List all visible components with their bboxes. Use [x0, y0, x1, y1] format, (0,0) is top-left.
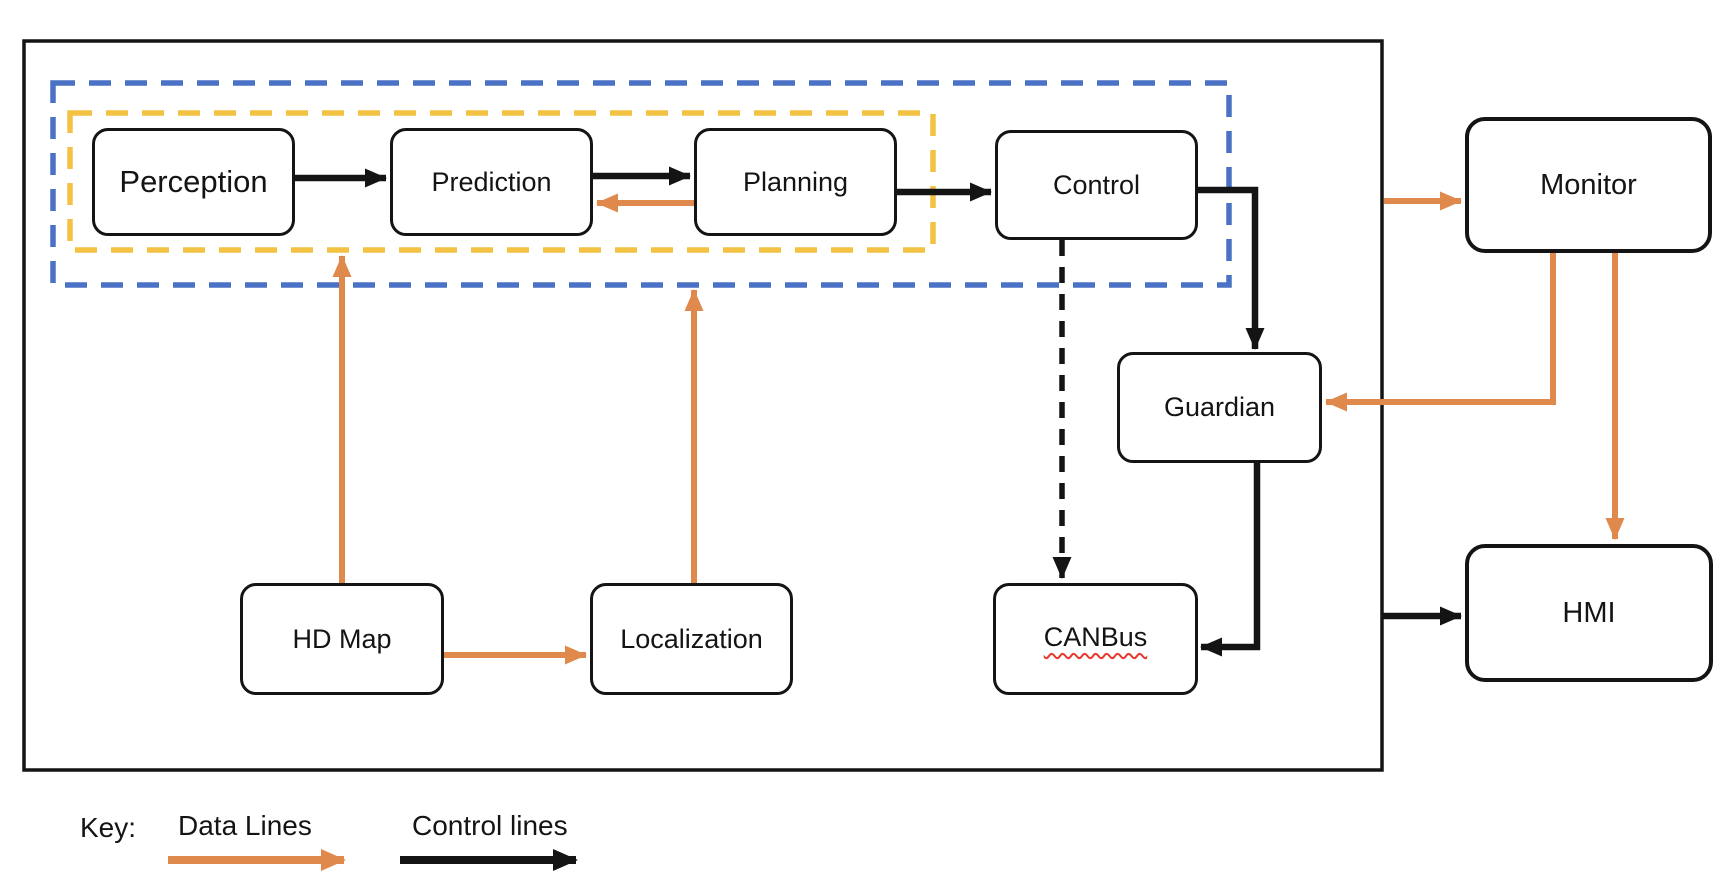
key-control-lines-label: Control lines: [412, 810, 568, 841]
node-hd-map: HD Map: [240, 583, 444, 695]
node-hmi: HMI: [1465, 544, 1713, 682]
node-planning: Planning: [694, 128, 897, 236]
key-data-lines-label: Data Lines: [178, 810, 312, 841]
node-planning-label: Planning: [742, 166, 849, 197]
node-hmi-label: HMI: [1562, 596, 1616, 629]
node-localization-label: Localization: [620, 623, 763, 654]
node-prediction: Prediction: [390, 128, 593, 236]
system-boundary-box: [22, 39, 1384, 772]
node-monitor: Monitor: [1465, 117, 1712, 253]
node-canbus-label: CANBus: [1043, 621, 1148, 652]
node-monitor-label: Monitor: [1540, 168, 1637, 201]
node-canbus: CANBus: [993, 583, 1198, 695]
node-perception-label: Perception: [119, 164, 268, 199]
node-prediction-label: Prediction: [431, 166, 552, 197]
node-control-label: Control: [1052, 169, 1141, 200]
node-guardian: Guardian: [1117, 352, 1322, 463]
node-perception: Perception: [92, 128, 295, 236]
node-guardian-label: Guardian: [1163, 392, 1276, 422]
node-localization: Localization: [590, 583, 793, 695]
node-control: Control: [995, 130, 1198, 240]
edge-control-to-guardian: [1198, 186, 1265, 350]
pipeline-group-outline: [50, 80, 1232, 288]
node-hd-map-label: HD Map: [292, 623, 392, 654]
key-title: Key:: [80, 812, 137, 843]
edge-monitor-to-guardian: [1325, 252, 1556, 412]
edge-guardian-to-canbus: [1200, 463, 1261, 657]
